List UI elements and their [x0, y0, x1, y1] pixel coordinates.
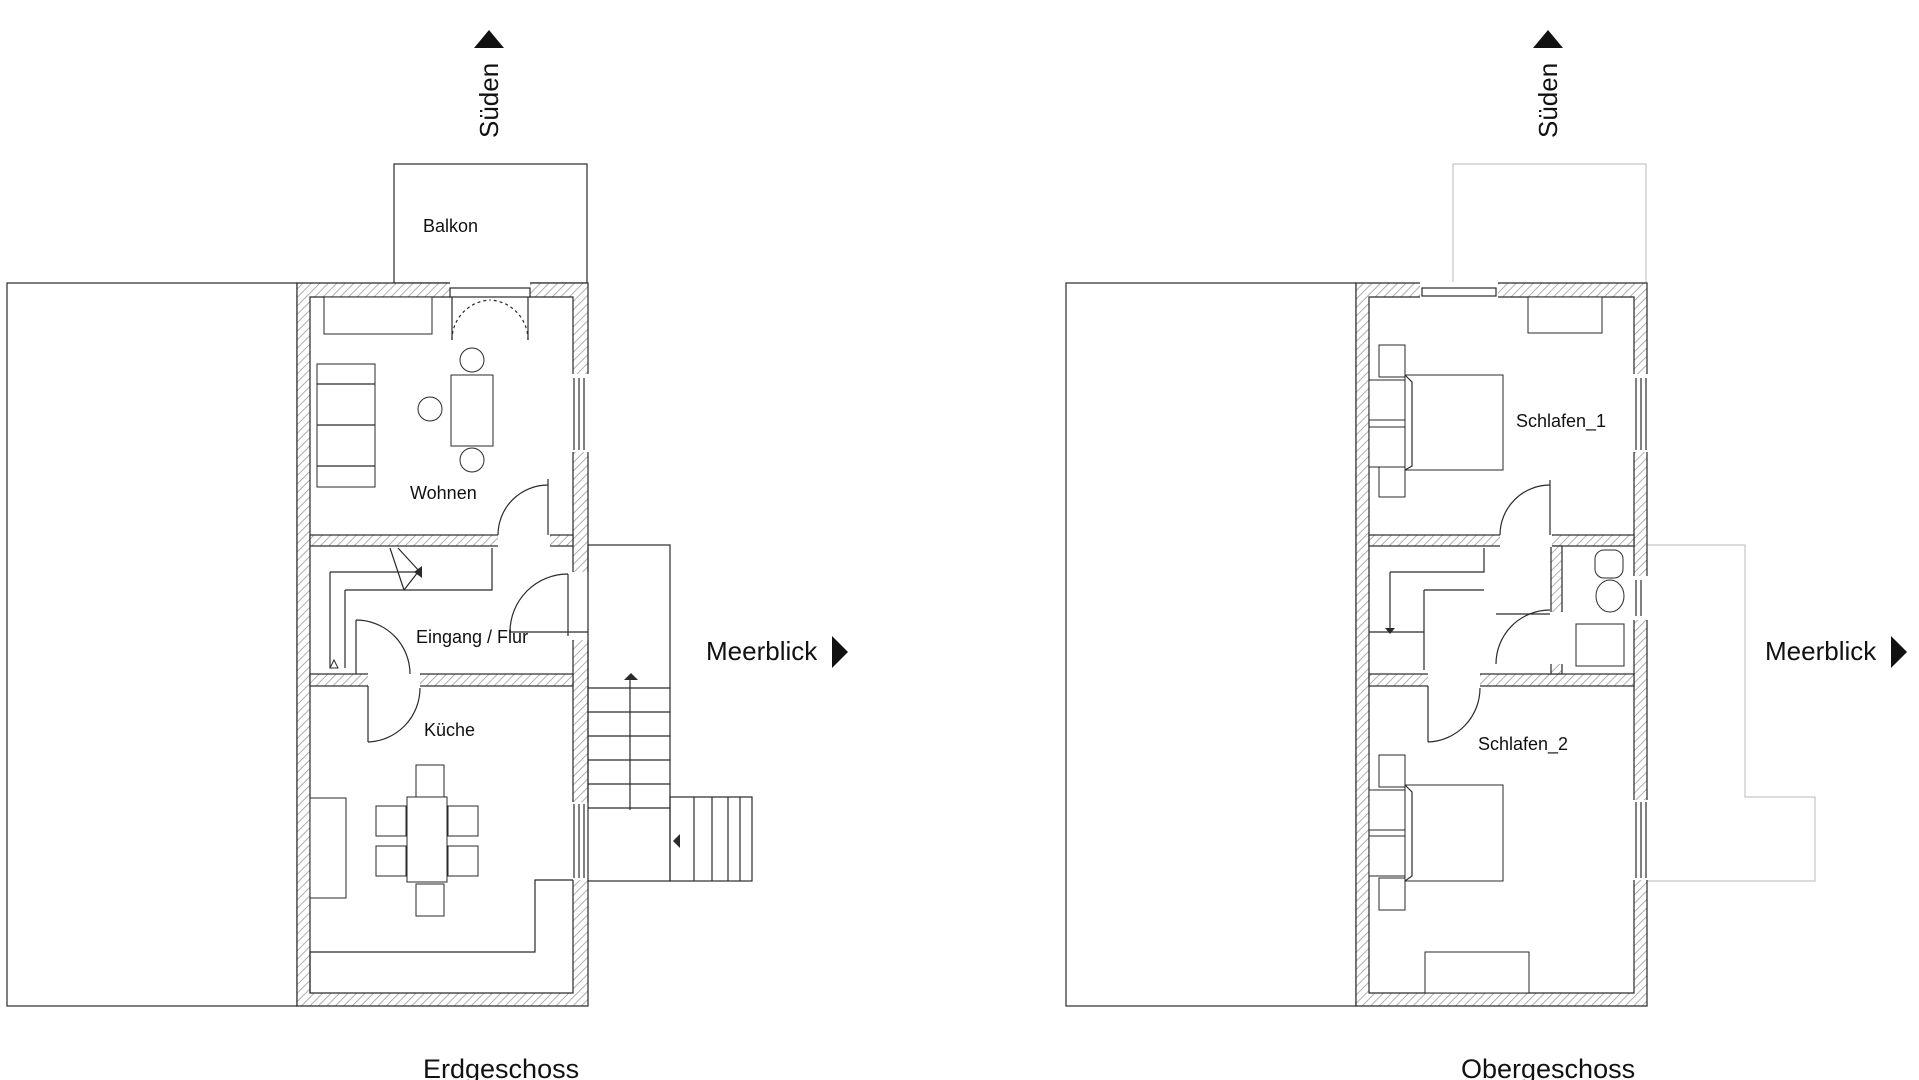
balcony-outline-below: [1452, 163, 1647, 284]
kitchen-chair: [447, 805, 479, 837]
balcony-double-door: [449, 287, 531, 341]
door-opening-schlafen1: [1500, 534, 1552, 547]
stair-down-arrow-icon: [1385, 628, 1395, 634]
floor-title-obergeschoss: Obergeschoss: [1461, 1054, 1635, 1080]
flur-partition: [404, 548, 493, 591]
door-swing-entry: [509, 573, 588, 636]
dining-table-wohnen: [450, 374, 494, 447]
bath-wall: [1550, 545, 1563, 675]
floor-title-erdgeschoss: Erdgeschoss: [423, 1054, 579, 1080]
bed-schlafen1: [1404, 374, 1504, 471]
room-label-wohnen: Wohnen: [410, 483, 477, 503]
kitchen-chair: [415, 764, 445, 798]
door-opening-wohnen: [498, 534, 550, 547]
kitchen-chair: [375, 805, 407, 837]
kitchen-chair: [415, 883, 445, 917]
stair-outline-below: [1646, 544, 1816, 882]
window-bath: [1635, 580, 1642, 616]
wardrobe-schlafen2: [1424, 951, 1530, 994]
window-top: [1421, 287, 1497, 297]
erdgeschoss-plan: Balkon Wohnen Eingang / Flur Küche Süden…: [6, 30, 848, 1080]
bed-pillow: [1368, 835, 1406, 877]
wardrobe-inner: [329, 571, 419, 668]
window-wohnen: [573, 378, 585, 450]
room-label-kueche: Küche: [424, 720, 475, 740]
chair-round: [459, 347, 485, 373]
outdoor-staircase: [587, 544, 753, 882]
view-direction-label: Meerblick: [706, 636, 818, 666]
kitchen-chair: [375, 845, 407, 877]
interior-wall-lower: [1368, 673, 1635, 687]
door-swing-wohnen: [497, 479, 549, 536]
window-opening-top: [1420, 282, 1498, 298]
window-opening-wohnen: [572, 374, 589, 452]
wardrobe-arrow-icon: [414, 566, 422, 578]
bed-frame-detail: [1404, 374, 1413, 471]
room-label-schlafen1: Schlafen_1: [1516, 411, 1606, 432]
door-swing-schlafen1: [1499, 480, 1551, 536]
nightstand: [1378, 344, 1406, 378]
wardrobe-diagonal: [389, 547, 405, 591]
interior-wall-lower: [309, 673, 574, 687]
view-arrow-icon: [832, 636, 848, 668]
interior-wall-upper: [309, 534, 574, 547]
window-schlafen2: [1635, 802, 1647, 878]
neighbour-outline-left: [1065, 282, 1357, 1007]
landing-outline: [1369, 548, 1485, 670]
wardrobe-outline: [330, 547, 422, 573]
kitchen-counter-left: [309, 797, 347, 899]
dresser-schlafen1: [1527, 296, 1603, 334]
north-arrow-icon: [1533, 30, 1563, 48]
view-arrow-icon: [1891, 636, 1907, 668]
door-opening-bath: [1550, 612, 1564, 664]
sofa-cushions: [317, 383, 375, 467]
window-kueche: [573, 804, 585, 878]
obergeschoss-plan: Schlafen_1 Schlafen_2 Süden Meerblick Ob…: [1065, 30, 1907, 1080]
door-swing-bath: [1495, 609, 1551, 665]
door-opening-kueche: [368, 673, 420, 687]
nightstand: [1378, 877, 1406, 911]
north-arrow-icon: [474, 30, 504, 48]
shower-tray: [1575, 623, 1625, 667]
bed-frame-detail: [1404, 784, 1413, 882]
entry-door-opening: [572, 572, 589, 640]
bed-pillow: [1368, 426, 1406, 468]
window-opening-kueche: [572, 802, 589, 880]
washbasin: [1595, 579, 1625, 613]
nightstand: [1378, 464, 1406, 498]
room-label-schlafen2: Schlafen_2: [1478, 734, 1568, 755]
toilet: [1594, 549, 1624, 579]
kitchen-counter-bottom: [310, 879, 573, 953]
stair-left-arrow-icon: [673, 834, 680, 848]
bed-schlafen2: [1404, 784, 1504, 882]
chair-round: [417, 396, 443, 422]
wardrobe-arrow-icon: [329, 658, 339, 669]
bed-pillow: [1368, 379, 1406, 421]
window-schlafen1: [1635, 378, 1647, 450]
kitchen-chair: [447, 845, 479, 877]
view-direction-label: Meerblick: [1765, 636, 1877, 666]
door-swing-flur: [355, 619, 411, 675]
neighbour-outline-left: [6, 282, 298, 1007]
balcony-door-opening: [450, 282, 530, 298]
chair-round: [459, 447, 485, 473]
door-swing-schlafen2: [1427, 686, 1481, 743]
south-direction-label: Süden: [474, 63, 504, 138]
sideboard: [323, 296, 433, 335]
dining-table-kueche: [406, 796, 448, 883]
room-label-flur: Eingang / Flur: [416, 627, 528, 647]
room-label-balkon: Balkon: [423, 216, 478, 236]
bed-pillow: [1368, 789, 1406, 831]
nightstand: [1378, 754, 1406, 788]
south-direction-label: Süden: [1533, 63, 1563, 138]
stair-up-arrow-icon: [624, 673, 638, 680]
door-swing-kueche: [367, 686, 421, 743]
door-opening-schlafen2: [1428, 673, 1480, 687]
